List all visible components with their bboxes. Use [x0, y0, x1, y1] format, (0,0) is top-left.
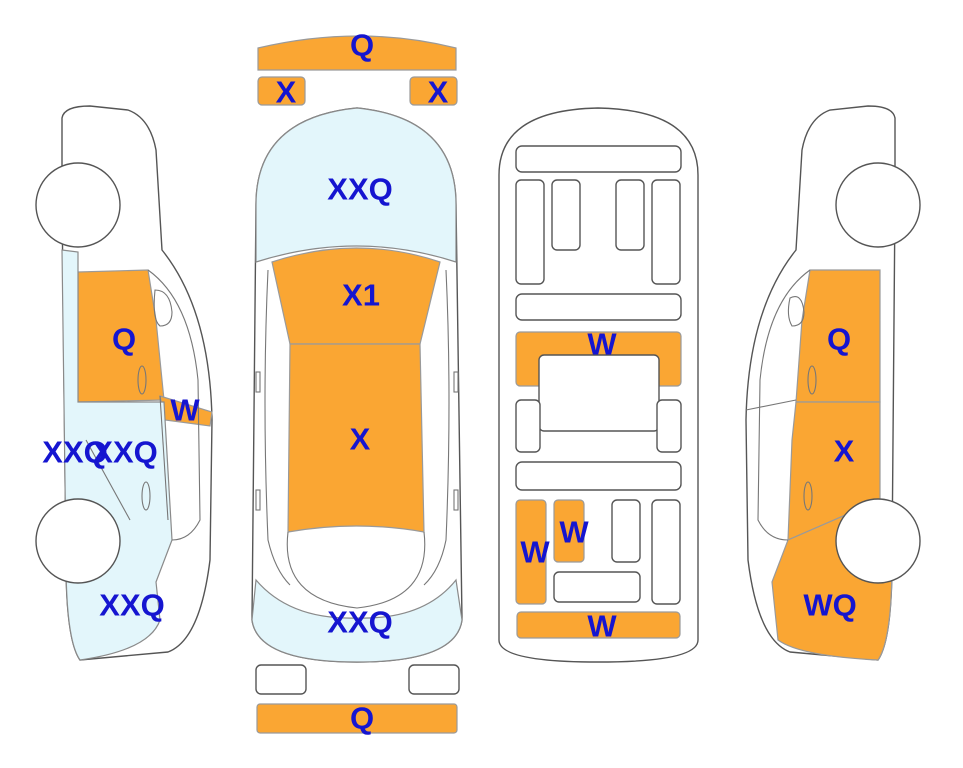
code-hood: X1: [342, 278, 380, 313]
code-left-side-glass-a: XXQ: [42, 435, 107, 470]
code-right-rear-door: X: [834, 434, 855, 469]
code-under-left-rail: W: [520, 535, 550, 570]
roof-panel: [287, 343, 425, 533]
right-side-view: [745, 105, 921, 661]
left-front-wheel: [35, 162, 121, 248]
left-rear-wheel: [35, 498, 121, 584]
front-bumper-panel: [257, 35, 457, 71]
under-left-rail-panel: [515, 499, 547, 605]
right-front-wheel: [835, 162, 921, 248]
front-right-lamp-panel: [409, 76, 458, 106]
code-left-mirror: W: [170, 393, 200, 428]
code-rear-glass: XXQ: [327, 605, 392, 640]
code-under-crossmember: W: [587, 327, 617, 362]
damage-codes: Q X X XXQ X1 X XXQ Q Q W XXQ XXQ XXQ W W…: [42, 28, 856, 736]
under-mid-rail-panel: [553, 499, 585, 563]
top-view: [251, 35, 463, 734]
code-under-mid-rail: W: [559, 515, 589, 550]
under-rear-member-panel: [516, 611, 681, 639]
code-left-rear-quarter: XXQ: [99, 588, 164, 623]
code-windshield: XXQ: [327, 172, 392, 207]
code-right-front-door: Q: [827, 322, 851, 357]
code-front-left-lamp: X: [276, 75, 297, 110]
code-left-side-glass-b: XXQ: [92, 435, 157, 470]
right-rear-wheel: [835, 498, 921, 584]
rear-right-lamp: [408, 664, 460, 695]
code-roof: X: [350, 422, 371, 457]
windshield-panel: [255, 107, 457, 263]
code-rear-bumper: Q: [350, 701, 374, 736]
code-front-right-lamp: X: [428, 75, 449, 110]
hood-panel: [271, 247, 441, 345]
right-front-door-panel: [795, 269, 881, 403]
code-front-bumper: Q: [350, 28, 374, 63]
rear-bumper-panel: [256, 703, 458, 734]
left-side-view: [35, 105, 213, 661]
rear-glass-panel: [251, 578, 463, 663]
code-right-rear-quarter: WQ: [803, 588, 856, 623]
underbody-view: [498, 107, 699, 663]
rear-left-lamp: [255, 664, 307, 695]
code-left-front-door: Q: [112, 322, 136, 357]
front-left-lamp-panel: [257, 76, 306, 106]
code-under-rear-member: W: [587, 609, 617, 644]
